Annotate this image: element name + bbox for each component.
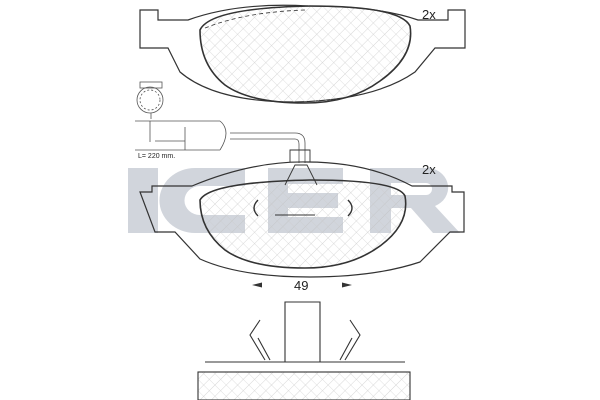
bottom-pad — [139, 149, 465, 278]
top-pad — [139, 4, 466, 104]
side-view — [197, 301, 411, 400]
bottom-pad-quantity: 2x — [422, 162, 436, 177]
wear-sensor — [135, 81, 306, 163]
width-dimension-label: 49 — [294, 278, 308, 293]
sensor-length-label: L= 220 mm. — [138, 153, 175, 160]
top-pad-quantity: 2x — [422, 7, 436, 22]
width-dimension — [252, 282, 352, 288]
